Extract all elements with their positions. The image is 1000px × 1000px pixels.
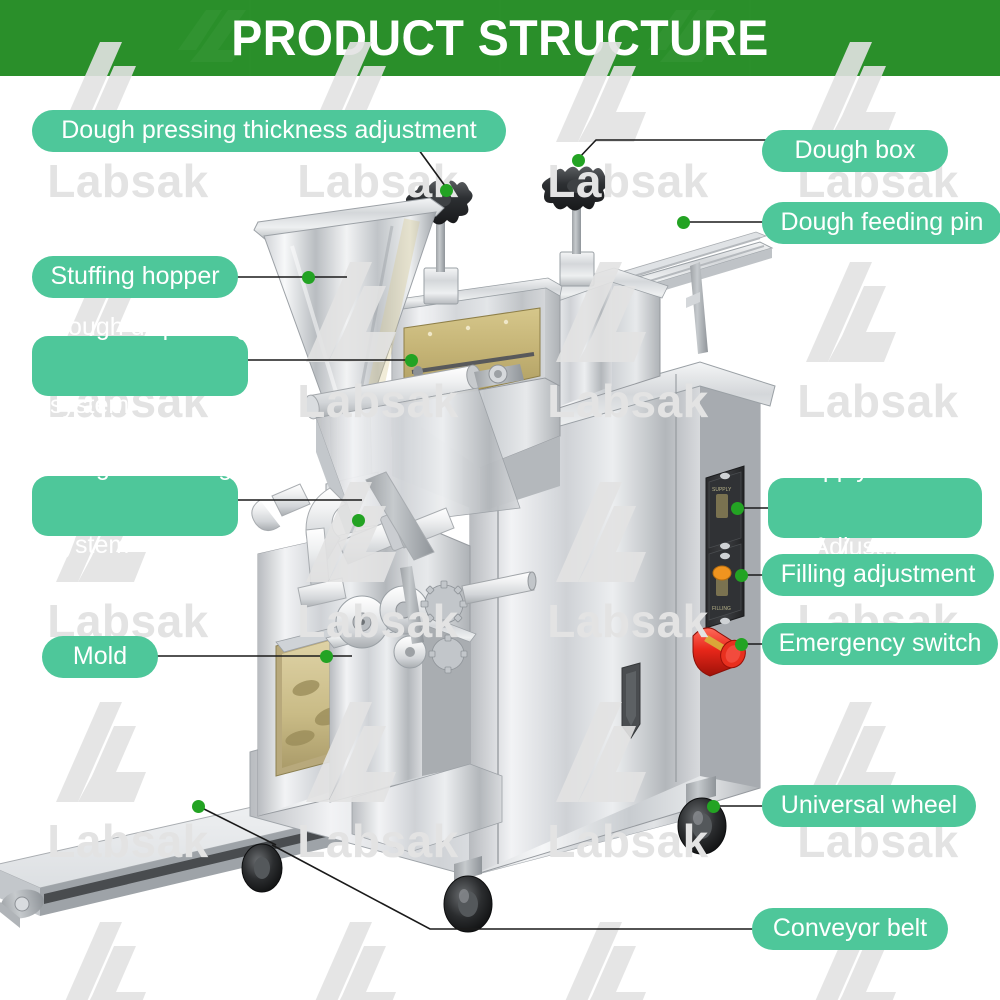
marker-dough-dispensing (405, 354, 418, 367)
svg-text:FILLING: FILLING (712, 606, 731, 612)
label-text: Universal wheel (780, 791, 958, 820)
adjustment-knob-right (541, 166, 609, 254)
label-conveyor-belt[interactable]: Conveyor belt (752, 908, 948, 950)
emergency-switch-part (692, 627, 746, 677)
label-text-line2: system (50, 391, 130, 420)
marker-supply-surface (731, 502, 744, 515)
label-text: Filling adjustment (780, 560, 976, 589)
label-text-line1: Dough dispensing (50, 312, 251, 341)
label-supply-surface-adjustment[interactable]: Supply surface Adjustment (768, 455, 982, 561)
label-text: Emergency switch (778, 629, 982, 658)
label-text-line1: Dough kneading (50, 452, 233, 481)
svg-text:SUPPLY: SUPPLY (712, 487, 732, 493)
label-emergency-switch[interactable]: Emergency switch (762, 623, 998, 665)
toothed-gear (420, 580, 468, 628)
gear-assembly (335, 566, 537, 674)
marker-dough-box (572, 154, 585, 167)
label-universal-wheel[interactable]: Universal wheel (762, 785, 976, 827)
label-text: Dough feeding pin (780, 208, 984, 237)
marker-stuffing-hopper (302, 271, 315, 284)
marker-emergency-switch (735, 638, 748, 651)
dough-kneading-section (257, 519, 503, 853)
header-banner: PRODUCT STRUCTURE (0, 0, 1000, 76)
label-text: Dough box (794, 136, 916, 165)
label-text: Mold (72, 642, 128, 671)
marker-dough-feeding-pin (677, 216, 690, 229)
marker-conveyor-belt (192, 800, 205, 813)
label-mold[interactable]: Mold (42, 636, 158, 678)
marker-filling-adjustment (735, 569, 748, 582)
marker-dough-pressing (440, 184, 453, 197)
label-text: Conveyor belt (772, 914, 928, 943)
label-dough-box[interactable]: Dough box (762, 130, 948, 172)
label-dough-dispensing-system[interactable]: Dough dispensing system (32, 313, 250, 419)
label-dough-pressing-thickness-adjustment[interactable]: Dough pressing thickness adjustment (32, 110, 506, 152)
label-text-line2: system (50, 531, 130, 560)
page-title: PRODUCT STRUCTURE (231, 10, 769, 66)
label-filling-adjustment[interactable]: Filling adjustment (762, 554, 994, 596)
label-text: Dough pressing thickness adjustment (61, 116, 477, 145)
caster-wheel-left (241, 843, 283, 893)
marker-mold (320, 650, 333, 663)
marker-universal-wheel (707, 800, 720, 813)
label-text-line1: Supply surface (792, 454, 958, 483)
control-panel: SUPPLY FILLING (705, 465, 745, 629)
marker-dough-kneading (352, 514, 365, 527)
label-dough-kneading-system[interactable]: Dough kneading system (32, 453, 238, 559)
label-dough-feeding-pin[interactable]: Dough feeding pin (762, 202, 1000, 244)
